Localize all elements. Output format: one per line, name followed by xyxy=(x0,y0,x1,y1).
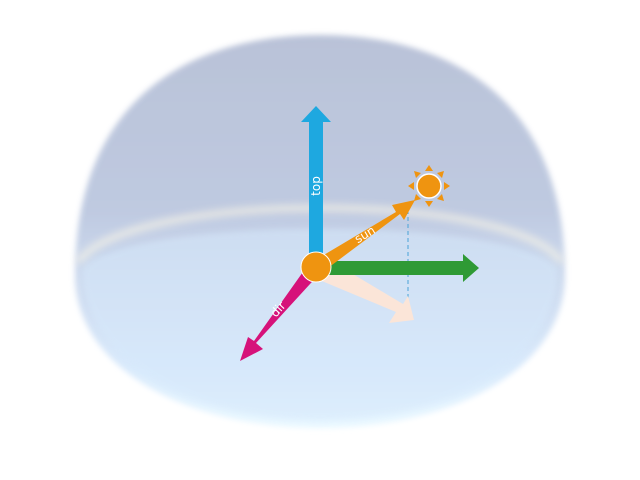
sun-icon xyxy=(408,165,450,207)
top-label: top xyxy=(309,176,323,196)
dome-lower-bowl xyxy=(82,228,558,420)
origin-point xyxy=(300,251,332,283)
top-arrow: top xyxy=(301,106,331,268)
east-arrow xyxy=(320,254,479,282)
